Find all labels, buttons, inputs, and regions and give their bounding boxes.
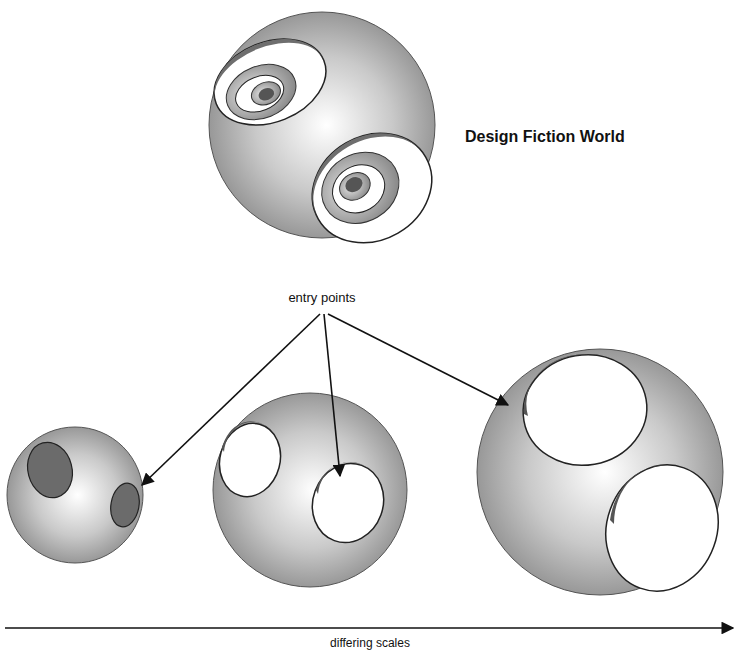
entry-label: entry points [288,290,355,305]
world-sphere [201,12,451,264]
world-title: Design Fiction World [465,128,625,146]
medium-sphere [211,393,407,587]
scale-label: differing scales [330,636,410,650]
large-sphere [477,345,736,607]
small-sphere [7,427,143,563]
leader-arrows [142,314,508,485]
scale-axis [5,627,733,629]
